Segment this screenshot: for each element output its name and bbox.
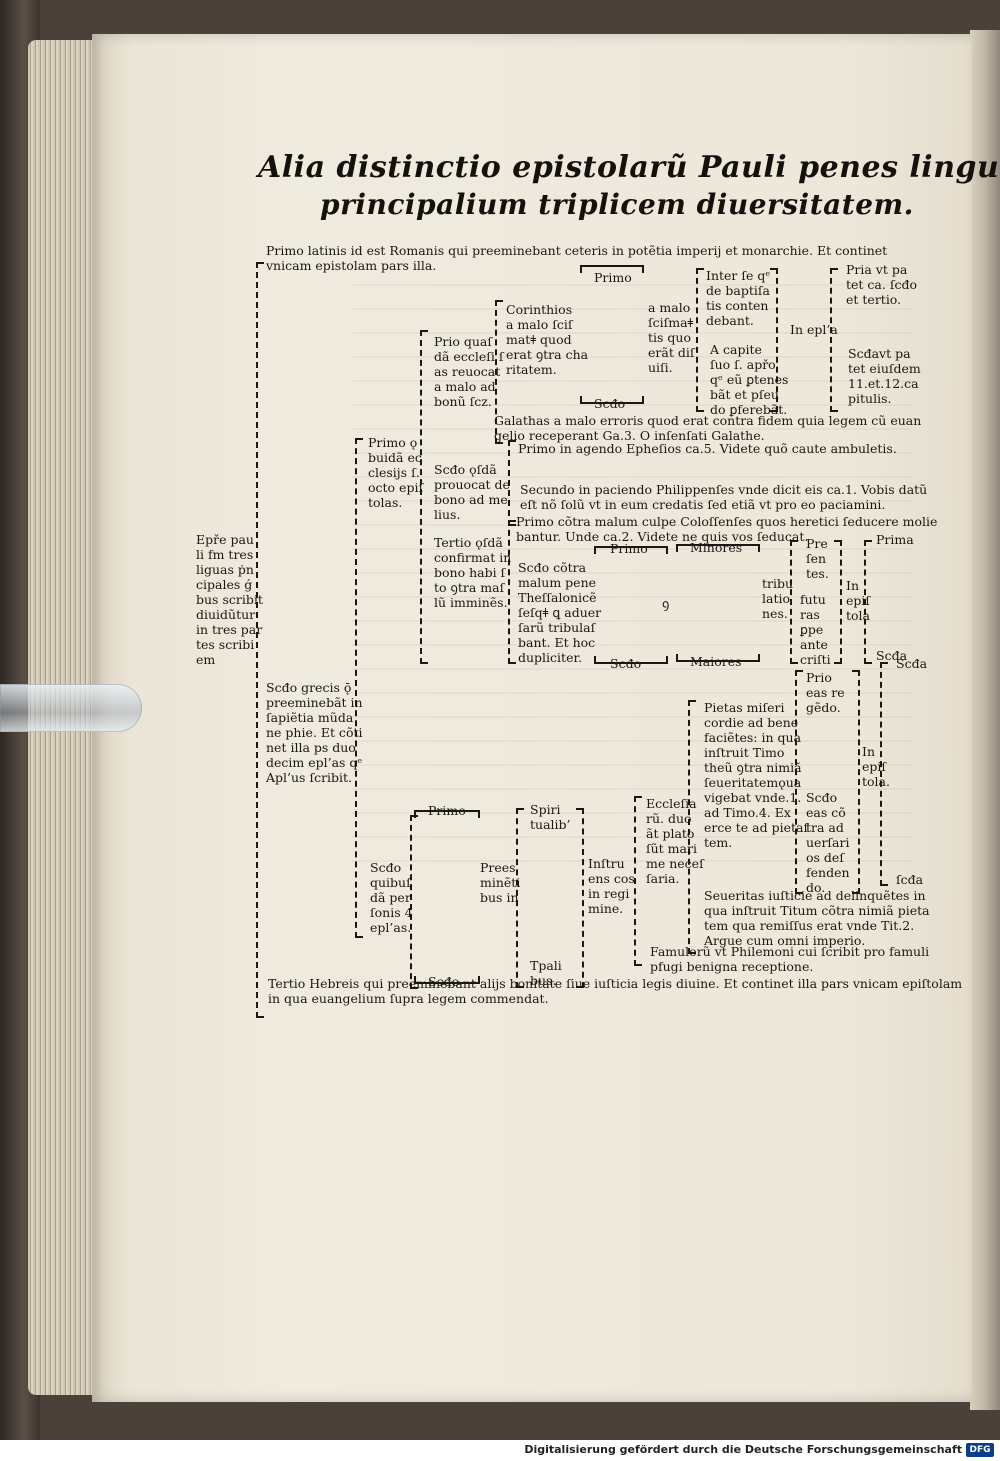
secundo-in-paciendo: Secundo in paciendo Philippenſes vnde di… [520, 482, 928, 512]
prima-2: Scđa [896, 656, 928, 671]
prima: Prima [876, 532, 914, 547]
minores: Minores [690, 540, 743, 555]
scdo-label-1: Scđo [594, 396, 626, 411]
footer: Digitalisierung gefördert durch die Deut… [0, 1440, 1000, 1461]
scdo-label-3: Scđo [428, 974, 460, 989]
capite-brace [770, 268, 778, 412]
scism-brace [696, 268, 704, 412]
preeminentibus-brace [516, 808, 524, 988]
primo-top-bracket-1 [580, 265, 644, 273]
in-epla: In epl’a [790, 322, 838, 337]
primo-top-bracket-3 [414, 810, 480, 818]
tertio-hebreis: Tertio Hebreis qui preeminebant alijs bo… [268, 976, 963, 1006]
glass-clip [0, 684, 142, 732]
title-line-1: Alia distinctio epistolarũ Pauli penes l… [258, 150, 1000, 185]
tribulationes-brace [790, 540, 798, 664]
primo-top-bracket-2 [594, 546, 668, 554]
sigma-mark: ꝯ [662, 596, 670, 611]
primo-label-1: Primo [594, 270, 632, 285]
epistola-brace-1 [864, 540, 872, 664]
scda-2: ſcđa [896, 872, 924, 887]
primo-latinis: Primo latinis id est Romanis qui preemin… [266, 243, 888, 273]
prio-brace [495, 300, 503, 444]
footer-credit: Digitalisierung gefördert durch die Deut… [524, 1443, 962, 1456]
prio-eas-brace [795, 670, 803, 894]
personis-brace [410, 815, 418, 989]
spiritualibus-brace [576, 808, 584, 988]
scdo-bottom-bracket-3 [414, 976, 480, 984]
primo-label-3: Primo [428, 803, 466, 818]
futuras-brace [834, 540, 842, 664]
minores-bracket [676, 544, 760, 552]
scda-1: Scđa [876, 648, 908, 663]
book-page [92, 34, 972, 1402]
tertio-q-brace [508, 520, 516, 664]
scdo-bottom-bracket-1 [580, 396, 644, 404]
primo-label-2: Primo [610, 541, 648, 556]
grecis-brace [355, 438, 363, 938]
scdo-label-2: Scđo [610, 656, 642, 671]
maiores-bracket [676, 654, 760, 662]
famulorum: Famulorũ vt Philemoni cui ſcribit pro fa… [650, 944, 930, 974]
scdo-q-brace [508, 440, 516, 526]
maiores: Maiores [690, 654, 742, 669]
primo-in-agendo: Primo in agendo Epheſios ca.5. Videte qu… [518, 441, 897, 456]
scdo-bottom-bracket-2 [594, 656, 668, 664]
epistola-brace-2 [880, 662, 888, 886]
page-right-edge [970, 30, 1000, 1410]
epla-brace [830, 268, 838, 412]
dfg-logo: DFG [966, 1443, 994, 1457]
root-brace [256, 262, 264, 1018]
instruens-brace [634, 796, 642, 966]
pietas-brace [688, 700, 696, 954]
galathas: Galathas a malo erroris quod erat contra… [494, 413, 922, 443]
primo-contra-malum-culpe: Primo cõtra malum culpe Coloſſenſes quos… [516, 514, 938, 544]
title-line-2: principalium triplicem diuersitatem. [320, 188, 914, 221]
eas-brace [852, 670, 860, 894]
show-through [352, 264, 912, 884]
ecclesiis-brace [420, 330, 428, 664]
